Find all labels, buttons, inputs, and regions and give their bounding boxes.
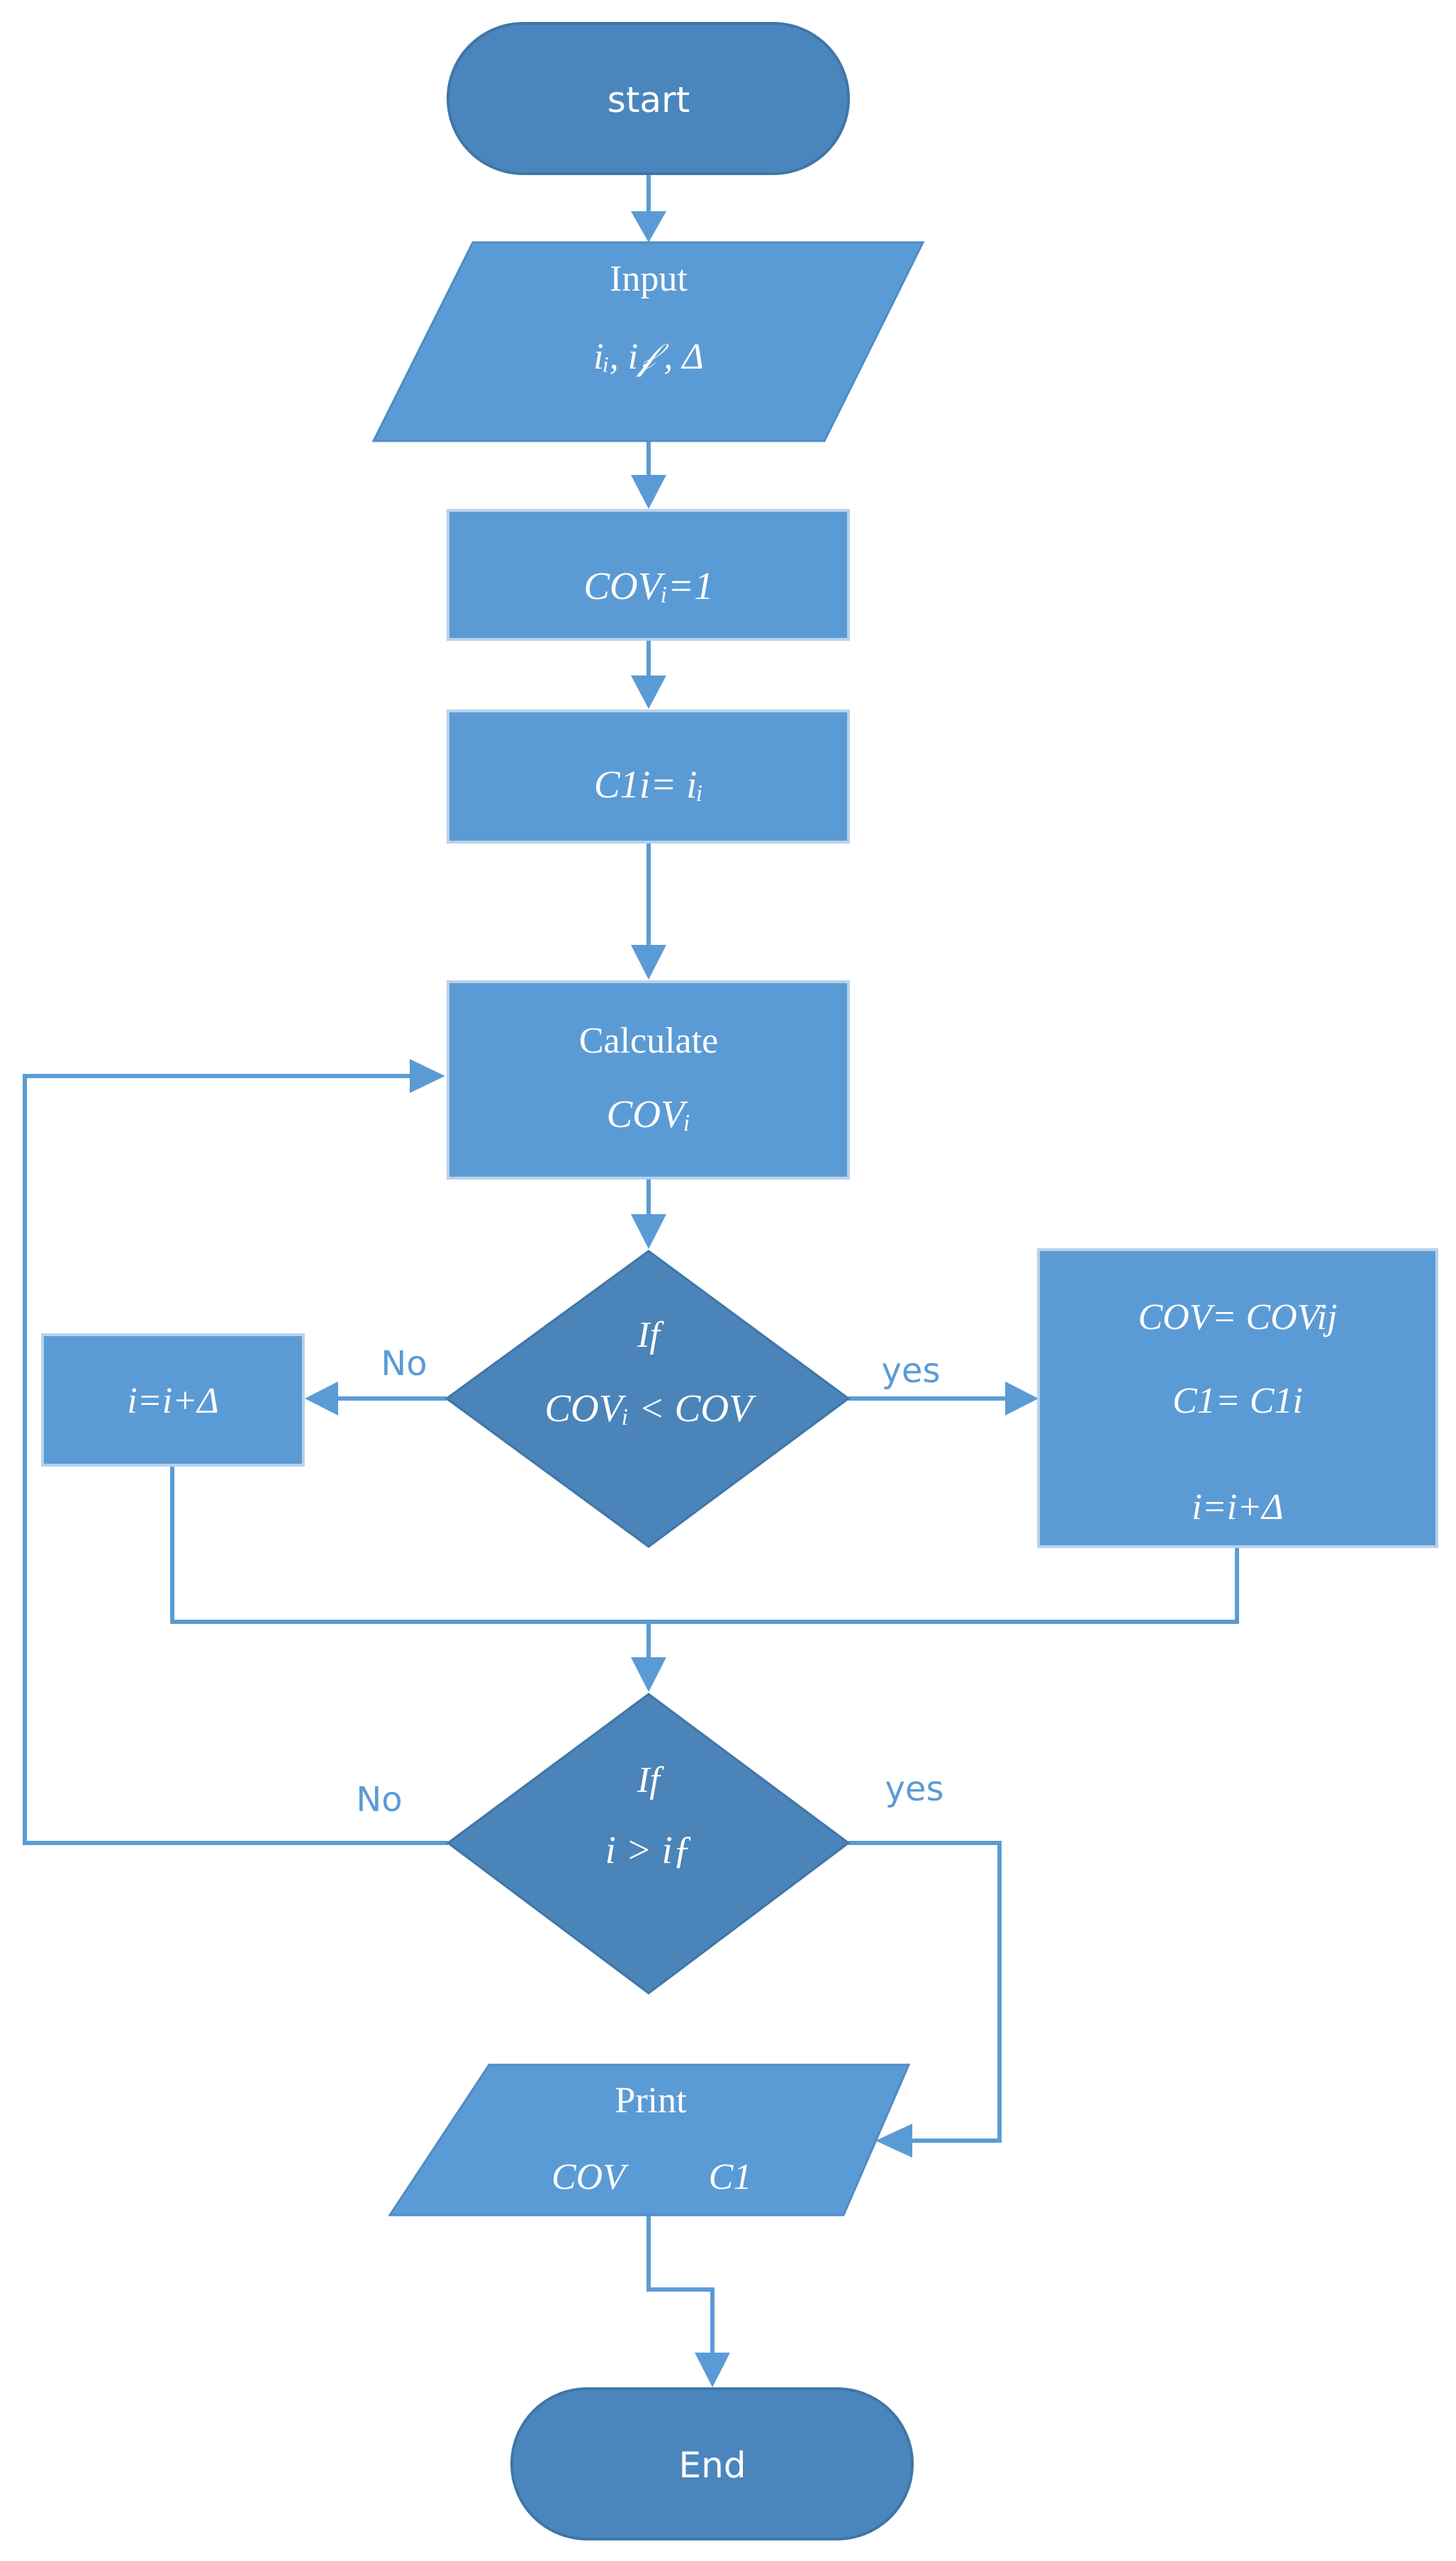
print-c1: C1 — [709, 2157, 752, 2197]
print-title: Print — [615, 2080, 687, 2121]
input-expr: iᵢ, i𝒻 , Δ — [593, 337, 704, 377]
decision2-yes-label: yes — [885, 1769, 944, 1809]
print-cov: COV — [551, 2157, 629, 2197]
start-label: start — [607, 79, 690, 121]
end-label: End — [678, 2445, 746, 2486]
arrowhead-start-input — [631, 211, 666, 242]
increment-no-node: i=i+Δ — [41, 1333, 305, 1467]
decision2-if: If — [637, 1760, 664, 1800]
input-title: Input — [610, 259, 688, 299]
input-node: Input iᵢ, i𝒻 , Δ — [371, 241, 925, 442]
arrowhead-decision1-yes — [1005, 1382, 1038, 1416]
edge-decision2-yes — [849, 1841, 1002, 2143]
edge-decision2-no-loop — [23, 1074, 448, 1845]
decision2-node: If i > iƒ — [446, 1693, 851, 1995]
decision1-if: If — [637, 1315, 664, 1355]
arrowhead-decision1-no — [305, 1382, 338, 1416]
init-c-expr: C1i= iᵢ — [594, 763, 703, 806]
decision1-node: If COVᵢ < COV — [444, 1250, 851, 1548]
arrowhead-init-cov-init-c — [631, 676, 666, 709]
end-node: End — [510, 2387, 914, 2540]
connectors — [23, 174, 1239, 2387]
init-c-node: C1i= iᵢ — [447, 710, 850, 844]
decision2-expr: i > iƒ — [605, 1828, 693, 1871]
arrowhead-decision2-no-loop — [410, 1059, 445, 1093]
update-yes-line1: COV= COVij — [1138, 1297, 1337, 1338]
arrowhead-decision2-yes — [875, 2124, 912, 2158]
decision2-no-label: No — [356, 1780, 402, 1820]
calculate-node: Calculate COVᵢ — [447, 980, 850, 1179]
init-cov-expr: COVᵢ=1 — [583, 564, 713, 607]
arrowhead-merge-decision2 — [631, 1657, 666, 1692]
arrowhead-calculate-decision1 — [631, 1214, 666, 1249]
edge-print-end — [646, 2215, 715, 2358]
arrowhead-print-end — [695, 2353, 730, 2387]
update-yes-line2: C1= C1i — [1172, 1381, 1303, 1421]
calculate-title: Calculate — [579, 1021, 718, 1061]
calculate-expr: COVᵢ — [607, 1092, 691, 1136]
update-yes-node: COV= COVij C1= C1i i=i+Δ — [1037, 1248, 1438, 1548]
init-cov-node: COVᵢ=1 — [447, 509, 850, 641]
arrowhead-input-init-cov — [631, 475, 666, 509]
increment-no-expr: i=i+Δ — [127, 1381, 219, 1421]
start-node: start — [447, 22, 850, 175]
arrowhead-init-c-calculate — [631, 945, 666, 980]
print-node: Print COV C1 — [388, 2063, 911, 2217]
decision1-yes-label: yes — [882, 1351, 941, 1391]
edge-merge-loop — [170, 1465, 1239, 1624]
update-yes-line3: i=i+Δ — [1192, 1487, 1284, 1528]
decision1-no-label: No — [381, 1344, 427, 1384]
decision1-expr: COVᵢ < COV — [544, 1386, 756, 1430]
